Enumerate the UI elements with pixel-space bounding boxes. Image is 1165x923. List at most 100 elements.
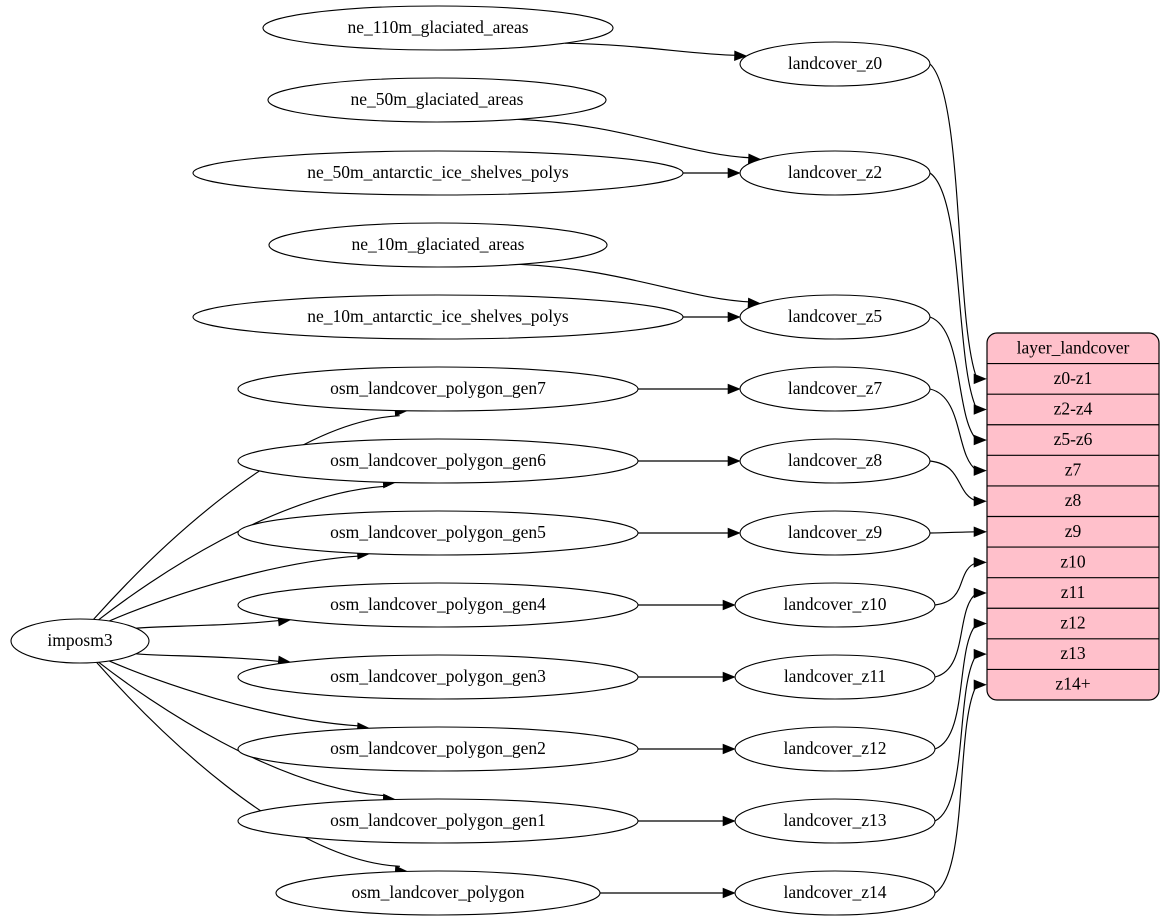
node-shape-landcover_z9 [739, 510, 931, 556]
record-row-row-z0-z1[interactable]: z0-z1 [987, 364, 1159, 395]
node-landcover_z0[interactable]: landcover_z0 [739, 41, 931, 87]
record-row-hit-row-z7[interactable] [987, 455, 1159, 486]
node-shape-osm_landcover_polygon_gen1 [237, 798, 639, 844]
node-shape-ne_50m_glaciated_areas [267, 77, 607, 123]
record-row-hit-row-z14plus[interactable] [987, 669, 1159, 700]
node-osm_landcover_polygon_gen2[interactable]: osm_landcover_polygon_gen2 [237, 726, 639, 772]
record-row-row-z10[interactable]: z10 [987, 547, 1159, 578]
edge-arrowhead [727, 455, 741, 467]
node-shape-ne_110m_glaciated_areas [262, 5, 614, 51]
record-row-hit-row-z2-z4[interactable] [987, 394, 1159, 425]
edge-landcover_z0-to-row-z0-z1 [929, 63, 978, 380]
record-row-row-z14plus[interactable]: z14+ [987, 669, 1159, 700]
edge-arrowhead [727, 167, 741, 179]
node-osm_landcover_polygon_gen4[interactable]: osm_landcover_polygon_gen4 [237, 582, 639, 628]
node-shape-osm_landcover_polygon_gen5 [237, 510, 639, 556]
record-row-row-z11[interactable]: z11 [987, 578, 1159, 609]
edge-landcover_z5-to-row-z5-z6 [929, 316, 978, 441]
edge-ne_10m_glaciated_areas-to-landcover_z5 [518, 263, 752, 303]
record-table-layer: layer_landcoverz0-z1z2-z4z5-z6z7z8z9z10z… [986, 332, 1160, 701]
record-row-hit-row-z0-z1[interactable] [987, 364, 1159, 395]
node-landcover_z7[interactable]: landcover_z7 [739, 366, 931, 412]
edge-landcover_z9-to-row-z9 [929, 531, 978, 534]
node-landcover_z5[interactable]: landcover_z5 [739, 294, 931, 340]
node-landcover_z9[interactable]: landcover_z9 [739, 510, 931, 556]
node-ne_10m_glaciated_areas[interactable]: ne_10m_glaciated_areas [268, 222, 608, 268]
node-landcover_z11[interactable]: landcover_z11 [734, 654, 936, 700]
edge-landcover_z8-to-row-z8 [929, 460, 978, 502]
node-osm_landcover_polygon_gen3[interactable]: osm_landcover_polygon_gen3 [237, 654, 639, 700]
node-landcover_z8[interactable]: landcover_z8 [739, 438, 931, 484]
record-row-row-z12[interactable]: z12 [987, 608, 1159, 639]
edge-arrowhead [973, 587, 987, 599]
edge-landcover_z10-to-row-z10 [934, 561, 978, 606]
edge-arrowhead [722, 671, 736, 683]
edge-arrowhead [973, 495, 987, 507]
edge-imposm3-to-osm_landcover_polygon_gen1 [98, 661, 388, 797]
edge-arrowhead [973, 648, 987, 660]
node-shape-landcover_z5 [739, 294, 931, 340]
edge-arrowhead [973, 526, 987, 538]
edge-ne_110m_glaciated_areas-to-landcover_z0 [564, 42, 738, 56]
record-row-row-z13[interactable]: z13 [987, 639, 1159, 670]
record-row-hit-row-z9[interactable] [987, 517, 1159, 548]
node-ne_110m_glaciated_areas[interactable]: ne_110m_glaciated_areas [262, 5, 614, 51]
node-landcover_z13[interactable]: landcover_z13 [734, 798, 936, 844]
edge-arrowhead [722, 599, 736, 611]
edge-arrowhead [973, 618, 987, 629]
node-shape-ne_10m_glaciated_areas [268, 222, 608, 268]
node-landcover_z10[interactable]: landcover_z10 [734, 582, 936, 628]
edge-imposm3-to-osm_landcover_polygon_gen3 [136, 653, 282, 663]
edge-landcover_z12-to-row-z12 [934, 623, 978, 750]
node-osm_landcover_polygon_gen7[interactable]: osm_landcover_polygon_gen7 [237, 366, 639, 412]
edge-arrowhead [727, 311, 741, 323]
edge-arrowhead [722, 815, 736, 827]
node-osm_landcover_polygon_gen1[interactable]: osm_landcover_polygon_gen1 [237, 798, 639, 844]
record-row-row-z5-z6[interactable]: z5-z6 [987, 425, 1159, 456]
edge-landcover_z2-to-row-z2-z4 [929, 172, 978, 410]
node-shape-ne_50m_antarctic_ice_shelves_polys [192, 150, 684, 196]
node-shape-landcover_z0 [739, 41, 931, 87]
edge-arrowhead [734, 50, 748, 61]
node-ne_50m_antarctic_ice_shelves_polys[interactable]: ne_50m_antarctic_ice_shelves_polys [192, 150, 684, 196]
node-landcover_z14[interactable]: landcover_z14 [734, 870, 936, 916]
node-osm_landcover_polygon[interactable]: osm_landcover_polygon [275, 870, 601, 916]
edge-arrowhead [722, 887, 736, 899]
edge-imposm3-to-osm_landcover_polygon_gen5 [108, 555, 361, 622]
node-shape-osm_landcover_polygon_gen3 [237, 654, 639, 700]
node-shape-osm_landcover_polygon_gen4 [237, 582, 639, 628]
edge-arrowhead [727, 527, 741, 539]
record-row-hit-row-z12[interactable] [987, 608, 1159, 639]
record-row-hit-row-z8[interactable] [987, 486, 1159, 517]
edge-arrowhead [973, 434, 987, 446]
node-landcover_z2[interactable]: landcover_z2 [739, 150, 931, 196]
node-osm_landcover_polygon_gen5[interactable]: osm_landcover_polygon_gen5 [237, 510, 639, 556]
record-table-layer_landcover[interactable]: layer_landcoverz0-z1z2-z4z5-z6z7z8z9z10z… [986, 332, 1160, 701]
node-ne_10m_antarctic_ice_shelves_polys[interactable]: ne_10m_antarctic_ice_shelves_polys [192, 294, 684, 340]
record-row-row-z9[interactable]: z9 [987, 517, 1159, 548]
node-shape-osm_landcover_polygon_gen6 [237, 438, 639, 484]
node-osm_landcover_polygon_gen6[interactable]: osm_landcover_polygon_gen6 [237, 438, 639, 484]
record-row-hit-row-z10[interactable] [987, 547, 1159, 578]
record-row-hit-row-z11[interactable] [987, 578, 1159, 609]
node-shape-imposm3 [10, 618, 150, 664]
record-row-row-z7[interactable]: z7 [987, 455, 1159, 486]
edge-arrowhead [973, 679, 987, 690]
node-shape-landcover_z13 [734, 798, 936, 844]
node-shape-osm_landcover_polygon_gen2 [237, 726, 639, 772]
edge-imposm3-to-osm_landcover_polygon_gen4 [136, 619, 282, 629]
edge-imposm3-to-osm_landcover_polygon_gen2 [108, 660, 361, 727]
node-shape-landcover_z7 [739, 366, 931, 412]
node-ne_50m_glaciated_areas[interactable]: ne_50m_glaciated_areas [267, 77, 607, 123]
node-shape-landcover_z2 [739, 150, 931, 196]
node-shape-landcover_z8 [739, 438, 931, 484]
node-imposm3[interactable]: imposm3 [10, 618, 150, 664]
record-row-hit-row-z5-z6[interactable] [987, 425, 1159, 456]
record-row-row-z8[interactable]: z8 [987, 486, 1159, 517]
record-row-row-z2-z4[interactable]: z2-z4 [987, 394, 1159, 425]
edge-imposm3-to-osm_landcover_polygon_gen7 [93, 415, 400, 620]
node-landcover_z12[interactable]: landcover_z12 [734, 726, 936, 772]
record-row-hit-row-z13[interactable] [987, 639, 1159, 670]
